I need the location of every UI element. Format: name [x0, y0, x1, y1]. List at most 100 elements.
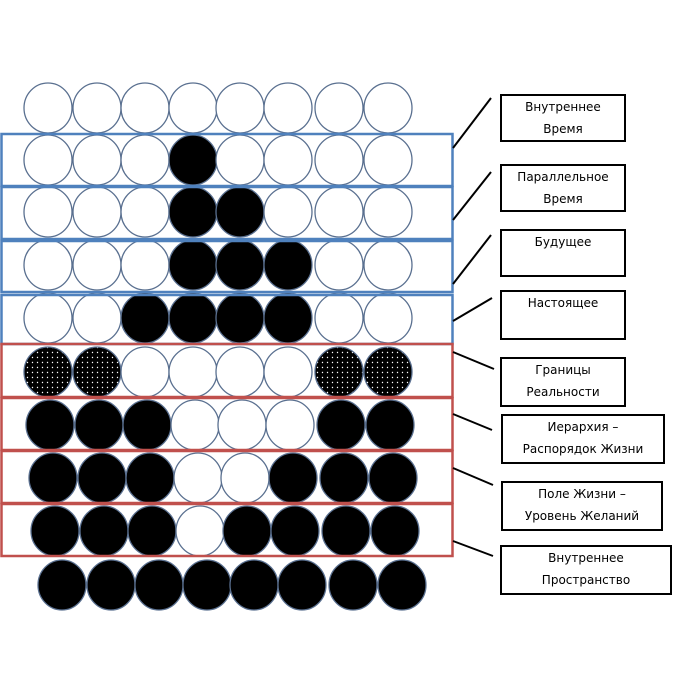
filled-circle — [270, 505, 320, 557]
empty-circle — [217, 399, 267, 451]
empty-circle — [363, 239, 413, 291]
empty-circle — [175, 505, 225, 557]
empty-circle — [314, 82, 364, 134]
filled-circle — [368, 452, 418, 504]
label-text: Уровень Желаний — [524, 509, 640, 523]
filled-circle — [263, 292, 313, 344]
filled-circle — [77, 452, 127, 504]
filled-circle — [229, 559, 279, 611]
empty-circle — [23, 239, 73, 291]
label-box-future: Будущее — [500, 229, 626, 277]
band-blue — [0, 185, 454, 241]
filled-circle — [86, 559, 136, 611]
label-box-life-field: Поле Жизни – Уровень Желаний — [501, 481, 663, 531]
empty-circle — [72, 292, 122, 344]
connector-line — [452, 234, 492, 285]
row-bands — [0, 132, 454, 558]
empty-circle — [120, 82, 170, 134]
empty-circle — [265, 399, 315, 451]
empty-circle — [23, 292, 73, 344]
filled-circle — [120, 292, 170, 344]
empty-circle — [314, 186, 364, 238]
filled-circle — [215, 186, 265, 238]
empty-circle — [215, 346, 265, 398]
empty-circle — [263, 186, 313, 238]
connector-line — [452, 413, 493, 431]
filled-circle — [168, 292, 218, 344]
filled-circle — [215, 292, 265, 344]
label-box-hierarchy: Иерархия – Распорядок Жизни — [501, 414, 665, 464]
label-text: Иерархия – — [547, 420, 619, 434]
filled-circle — [168, 239, 218, 291]
empty-circle — [363, 134, 413, 186]
empty-circle — [23, 82, 73, 134]
empty-circle — [220, 452, 270, 504]
band-blue — [0, 239, 454, 294]
filled-circle — [370, 505, 420, 557]
connector-line — [452, 351, 495, 370]
empty-circle — [173, 452, 223, 504]
label-text: Реальности — [526, 385, 600, 399]
connector-line — [452, 297, 493, 322]
label-text: Внутреннее — [525, 100, 601, 114]
filled-circle — [30, 505, 80, 557]
filled-circle — [28, 452, 78, 504]
empty-circle — [263, 134, 313, 186]
empty-circle — [314, 239, 364, 291]
empty-circle — [314, 292, 364, 344]
filled-circle — [168, 186, 218, 238]
filled-circle — [168, 134, 218, 186]
empty-circle — [72, 239, 122, 291]
filled-circle — [316, 399, 366, 451]
label-text: Поле Жизни – — [538, 487, 626, 501]
label-text: Распорядок Жизни — [522, 442, 644, 456]
label-text: Время — [543, 122, 583, 136]
empty-circle — [72, 82, 122, 134]
label-text: Границы — [535, 363, 591, 377]
connector-line — [452, 540, 494, 557]
filled-circle — [377, 559, 427, 611]
empty-circle — [120, 134, 170, 186]
filled-circle — [74, 399, 124, 451]
empty-circle — [72, 186, 122, 238]
empty-circle — [120, 186, 170, 238]
filled-circle — [182, 559, 232, 611]
empty-circle — [215, 82, 265, 134]
filled-circle — [37, 559, 87, 611]
empty-circle — [120, 346, 170, 398]
label-text: Настоящее — [527, 296, 599, 310]
connector-line — [452, 467, 494, 486]
filled-circle — [127, 505, 177, 557]
dotted-circle — [23, 346, 73, 398]
empty-circle — [314, 134, 364, 186]
filled-circle — [268, 452, 318, 504]
empty-circle — [23, 134, 73, 186]
circle-grid — [23, 82, 427, 611]
empty-circle — [363, 186, 413, 238]
filled-circle — [79, 505, 129, 557]
empty-circle — [263, 82, 313, 134]
dotted-circle — [363, 346, 413, 398]
filled-circle — [25, 399, 75, 451]
filled-circle — [328, 559, 378, 611]
label-text: Параллельное — [517, 170, 609, 184]
empty-circle — [168, 82, 218, 134]
connector-lines — [452, 97, 495, 557]
filled-circle — [263, 239, 313, 291]
empty-circle — [363, 292, 413, 344]
empty-circle — [363, 82, 413, 134]
filled-circle — [222, 505, 272, 557]
filled-circle — [321, 505, 371, 557]
dotted-circle — [314, 346, 364, 398]
filled-circle — [134, 559, 184, 611]
empty-circle — [263, 346, 313, 398]
filled-circle — [122, 399, 172, 451]
empty-circle — [23, 186, 73, 238]
filled-circle — [125, 452, 175, 504]
connector-line — [452, 171, 492, 221]
empty-circle — [72, 134, 122, 186]
connector-line — [452, 97, 492, 149]
